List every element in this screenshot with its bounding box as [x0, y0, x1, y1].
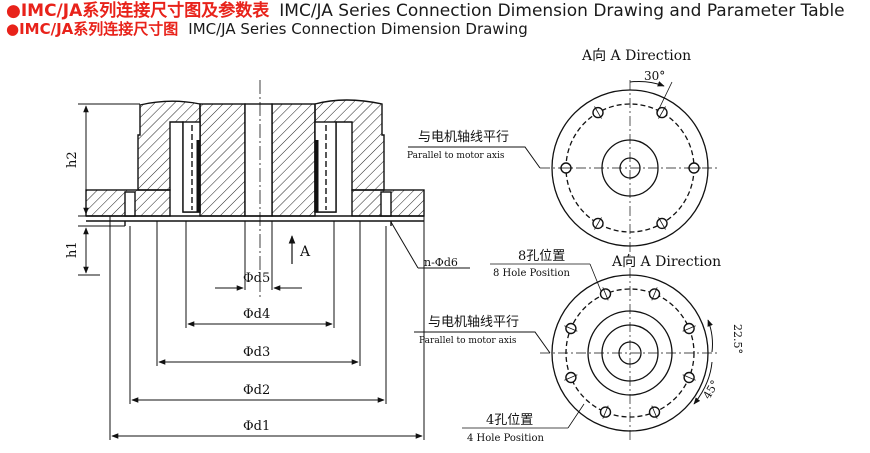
bullet-icon: ● — [6, 1, 21, 21]
bottom-view-8hole-en: 8 Hole Position — [493, 268, 570, 279]
bottom-view-flange — [540, 268, 720, 440]
header-line-2: ●IMC/JA系列连接尺寸图 IMC/JA Series Connection D… — [6, 22, 528, 37]
header-line-1: ●IMC/JA系列连接尺寸图及参数表 IMC/JA Series Connecti… — [6, 3, 845, 20]
top-view-note-en: Parallel to motor axis — [407, 151, 505, 161]
bolt-hole-axis — [564, 374, 578, 381]
bolt-hole-axis — [658, 217, 666, 230]
bottom-view-4hole-en: 4 Hole Position — [467, 433, 544, 444]
subheader-title-en: IMC/JA Series Connection Dimension Drawi… — [188, 20, 528, 38]
bottom-view-4hole-cn: 4孔位置 — [486, 413, 533, 428]
view-arrow-label: A — [299, 244, 311, 260]
dim-d2: Φd2 — [243, 383, 270, 398]
top-view-holes — [559, 106, 701, 230]
dim-d4: Φd4 — [243, 307, 270, 322]
dim-d1: Φd1 — [243, 419, 270, 434]
hole-callout: n-Φd6 — [424, 256, 458, 269]
bolt-hole-axis — [682, 374, 696, 381]
bottom-view-note-cn: 与电机轴线平行 — [428, 315, 519, 330]
shaft-left-wall — [199, 103, 246, 217]
header-title-en: IMC/JA Series Connection Dimension Drawi… — [279, 1, 845, 21]
bolt-hole-axis — [594, 106, 602, 119]
h2-label: h2 — [65, 151, 80, 168]
top-view-title: A向 A Direction — [581, 48, 691, 64]
bolt-hole-axis — [564, 325, 578, 332]
bolt-hole-axis — [651, 287, 658, 301]
bottom-view-holes — [564, 287, 696, 419]
bottom-view-angle-a: 22.5° — [731, 324, 744, 354]
top-view-angle: 30° — [644, 69, 665, 83]
subheader-title-cn: IMC/JA系列连接尺寸图 — [19, 20, 179, 38]
bottom-view-title: A向 A Direction — [611, 254, 721, 270]
top-view-note-cn: 与电机轴线平行 — [418, 130, 509, 145]
bolt-hole-axis — [651, 405, 658, 419]
flange-bolt-right — [380, 191, 392, 217]
shaft-right-wall — [271, 103, 316, 217]
bolt-hole-axis — [658, 106, 666, 119]
header-title-cn: IMC/JA系列连接尺寸图及参数表 — [20, 1, 270, 21]
height-dimensions — [78, 103, 140, 276]
bolt-hole-axis — [602, 405, 609, 419]
section-view — [85, 80, 425, 300]
bolt-hole-axis — [602, 287, 609, 301]
diameter-dimensions — [109, 216, 425, 440]
bullet-icon: ● — [6, 20, 20, 38]
bottom-view-8hole-cn: 8孔位置 — [518, 249, 565, 264]
h1-label: h1 — [65, 241, 80, 258]
dim-d5: Φd5 — [243, 271, 270, 286]
bolt-hole-axis — [594, 217, 602, 230]
bottom-view-angle-b: 45° — [701, 378, 722, 401]
flange-bolt-left — [124, 191, 136, 217]
dim-d3: Φd3 — [243, 345, 270, 360]
bolt-hole-axis — [682, 325, 696, 332]
bottom-view-note-en: Parallel to motor axis — [419, 336, 517, 346]
shaft-bore — [244, 103, 273, 217]
